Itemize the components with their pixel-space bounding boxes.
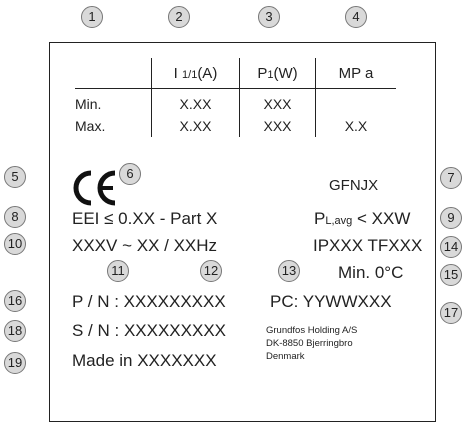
current-unit: (A) (197, 64, 218, 82)
serial-number: S / N : XXXXXXXXX (72, 321, 227, 340)
table-row-min: Min. X.XX XXX (75, 88, 396, 115)
callout-8: 8 (4, 206, 26, 228)
manufacturer-name: Grundfos Holding A/S (266, 325, 358, 336)
country-of-origin: Made in XXXXXXX (72, 351, 217, 370)
eei-rating: EEI ≤ 0.XX - Part X (72, 209, 218, 228)
row-current: X.XX (151, 115, 240, 137)
callout-12: 12 (200, 260, 222, 282)
callout-16: 16 (4, 290, 26, 312)
callout-3: 3 (258, 6, 280, 28)
power-avg-subscript: L,avg (325, 215, 353, 227)
callout-6: 6 (119, 163, 141, 185)
power-avg-value: < XXW (352, 209, 411, 228)
row-power: XXX (239, 88, 316, 115)
row-label: Max. (75, 118, 106, 134)
power-unit: (W) (273, 64, 298, 82)
row-label: Min. (75, 96, 102, 112)
row-mpa: X.X (315, 115, 396, 137)
current-subscript: 1/1 (182, 68, 198, 81)
header-mpa: MP a (315, 58, 396, 89)
voltage-frequency: XXXV ~ XX / XXHz (72, 236, 218, 255)
minimum-temperature: Min. 0°C (338, 263, 404, 282)
callout-18: 18 (4, 320, 26, 342)
callout-10: 10 (4, 233, 26, 255)
power-subscript: 1 (267, 68, 274, 81)
callout-2: 2 (168, 6, 190, 28)
header-blank (75, 58, 152, 89)
spec-table-header: I 1/1(A) P1(W) MP a (75, 58, 396, 89)
header-current: I 1/1(A) (151, 58, 240, 89)
protection-class: IPXXX TFXXX (313, 236, 423, 255)
model-code: GFNJX (329, 177, 379, 194)
manufacturer-country: Denmark (266, 351, 305, 362)
callout-4: 4 (345, 6, 367, 28)
part-number: P / N : XXXXXXXXX (72, 292, 226, 311)
ce-mark-logo (73, 170, 116, 206)
callout-19: 19 (4, 352, 26, 374)
callout-7: 7 (440, 167, 462, 189)
manufacturer-address: DK-8850 Bjerringbro (266, 338, 353, 349)
row-power: XXX (239, 115, 316, 137)
table-row-max: Max. X.XX XXX X.X (75, 115, 396, 137)
spec-table: I 1/1(A) P1(W) MP a Min. X.XX XXX Max. X… (75, 58, 396, 137)
power-avg: PL,avg < XXW (314, 209, 410, 229)
production-code: PC: YYWWXXX (270, 292, 392, 311)
current-symbol: I (173, 64, 183, 82)
callout-11: 11 (107, 260, 129, 282)
callout-15: 15 (440, 264, 462, 286)
power-symbol: P (257, 64, 268, 82)
callout-17: 17 (440, 302, 462, 324)
callout-13: 13 (278, 260, 300, 282)
callout-1: 1 (81, 6, 103, 28)
callout-14: 14 (440, 236, 462, 258)
header-power: P1(W) (239, 58, 316, 89)
row-current: X.XX (151, 88, 240, 115)
power-avg-symbol: P (314, 209, 326, 228)
callout-5: 5 (4, 166, 26, 188)
callout-9: 9 (440, 207, 462, 229)
row-mpa (315, 88, 396, 115)
